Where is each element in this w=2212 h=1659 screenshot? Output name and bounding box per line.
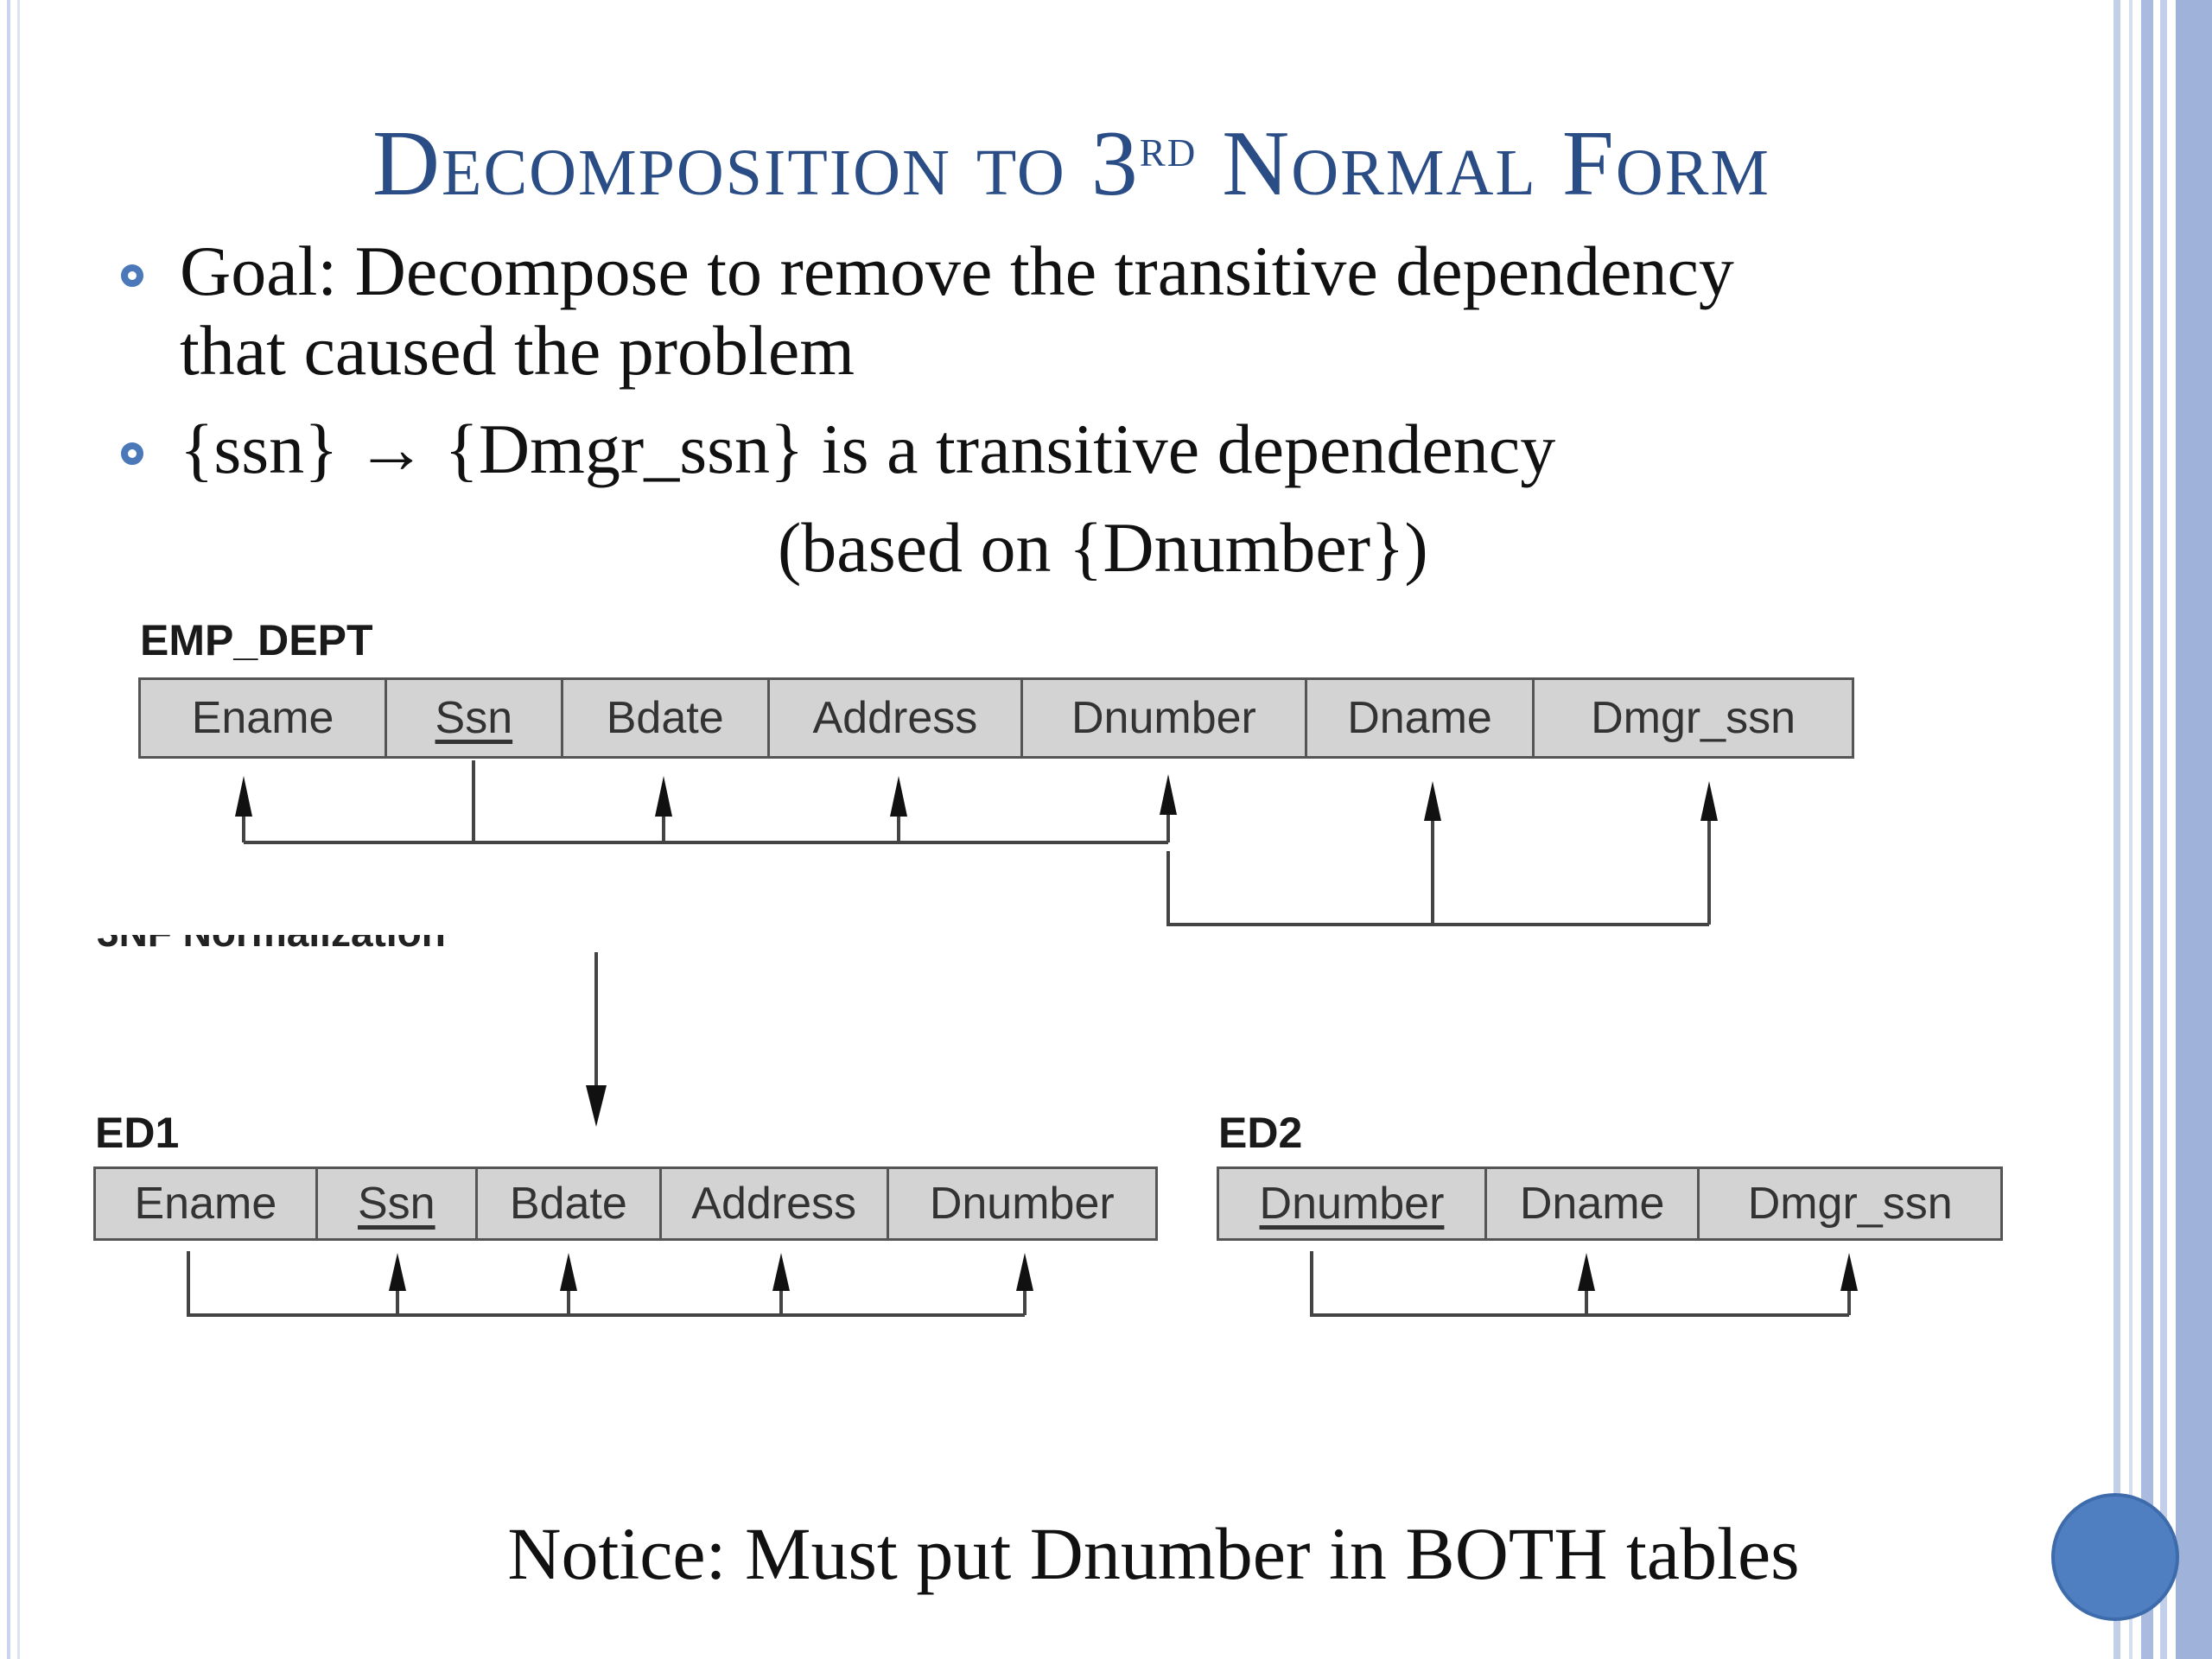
bullet-1-line-1: Goal: Decompose to remove the transitive… <box>180 232 1734 310</box>
frame-line-left-outer <box>7 0 10 1659</box>
attribute-ssn: Ssn <box>318 1169 478 1238</box>
slide-title: Decomposition to 3rd Normal Form <box>372 112 1770 215</box>
frame-line-right-2 <box>2129 0 2133 1659</box>
fd-line-dnumber <box>1166 819 1711 926</box>
normalization-caption-cropped: 3NF Normalization <box>97 935 486 954</box>
attribute-dnumber: Dnumber <box>929 1179 1115 1229</box>
arrowhead <box>235 776 252 817</box>
fd-line-ed1 <box>187 1251 1027 1317</box>
arrowhead <box>655 776 672 817</box>
attribute-dname: Dname <box>1487 1169 1700 1238</box>
arrowhead <box>1700 781 1718 821</box>
attribute-ssn: Ssn <box>387 680 563 756</box>
arrowhead <box>1016 1253 1033 1291</box>
attribute-dnumber: Dnumber <box>1219 1169 1487 1238</box>
arrowhead <box>560 1253 577 1291</box>
attribute-dmgr-ssn: Dmgr_ssn <box>1747 1179 1953 1229</box>
frame-line-right-5 <box>2176 0 2212 1659</box>
arrowhead <box>1160 774 1177 815</box>
attribute-ename: Ename <box>141 680 388 756</box>
attribute-ename: Ename <box>96 1169 318 1238</box>
arrowhead <box>389 1253 406 1291</box>
fd-line-ssn <box>242 760 1170 844</box>
bullet-2-line-1: {ssn} → {Dmgr_ssn} is a transitive depen… <box>180 410 1556 488</box>
relation-label-emp-dept: EMP_DEPT <box>140 616 373 664</box>
frame-line-right-3 <box>2141 0 2153 1659</box>
bullet-icon <box>121 264 143 287</box>
bullet-2-line-2: (based on {Dnumber}) <box>778 508 1428 587</box>
attribute-address: Address <box>662 1169 889 1238</box>
attribute-bdate: Bdate <box>563 680 770 756</box>
attribute-address: Address <box>770 680 1023 756</box>
bullet-icon <box>121 442 143 465</box>
fd-line-ed2 <box>1310 1251 1851 1317</box>
relation-label-ed1: ED1 <box>95 1109 180 1157</box>
arrowhead <box>1578 1253 1595 1291</box>
bullet-1-line-2: that caused the problem <box>180 311 855 390</box>
frame-line-right-1 <box>2113 0 2120 1659</box>
arrowhead <box>586 1085 607 1127</box>
arrowhead <box>1840 1253 1858 1291</box>
frame-line-right-4 <box>2160 0 2167 1659</box>
relation-label-ed2: ED2 <box>1218 1109 1303 1157</box>
attribute-bdate: Bdate <box>478 1169 662 1238</box>
attribute-dnumber: Dnumber <box>1023 680 1307 756</box>
attribute-dmgr-ssn: Dmgr_ssn <box>1591 693 1796 743</box>
arrowhead <box>1424 781 1441 821</box>
slide-decoration-circle <box>2051 1493 2179 1621</box>
attribute-dname: Dname <box>1307 680 1535 756</box>
notice-text: Notice: Must put Dnumber in BOTH tables <box>507 1512 1800 1595</box>
arrowhead <box>772 1253 790 1291</box>
frame-line-left-inner <box>17 0 20 1659</box>
arrowhead <box>890 776 907 817</box>
